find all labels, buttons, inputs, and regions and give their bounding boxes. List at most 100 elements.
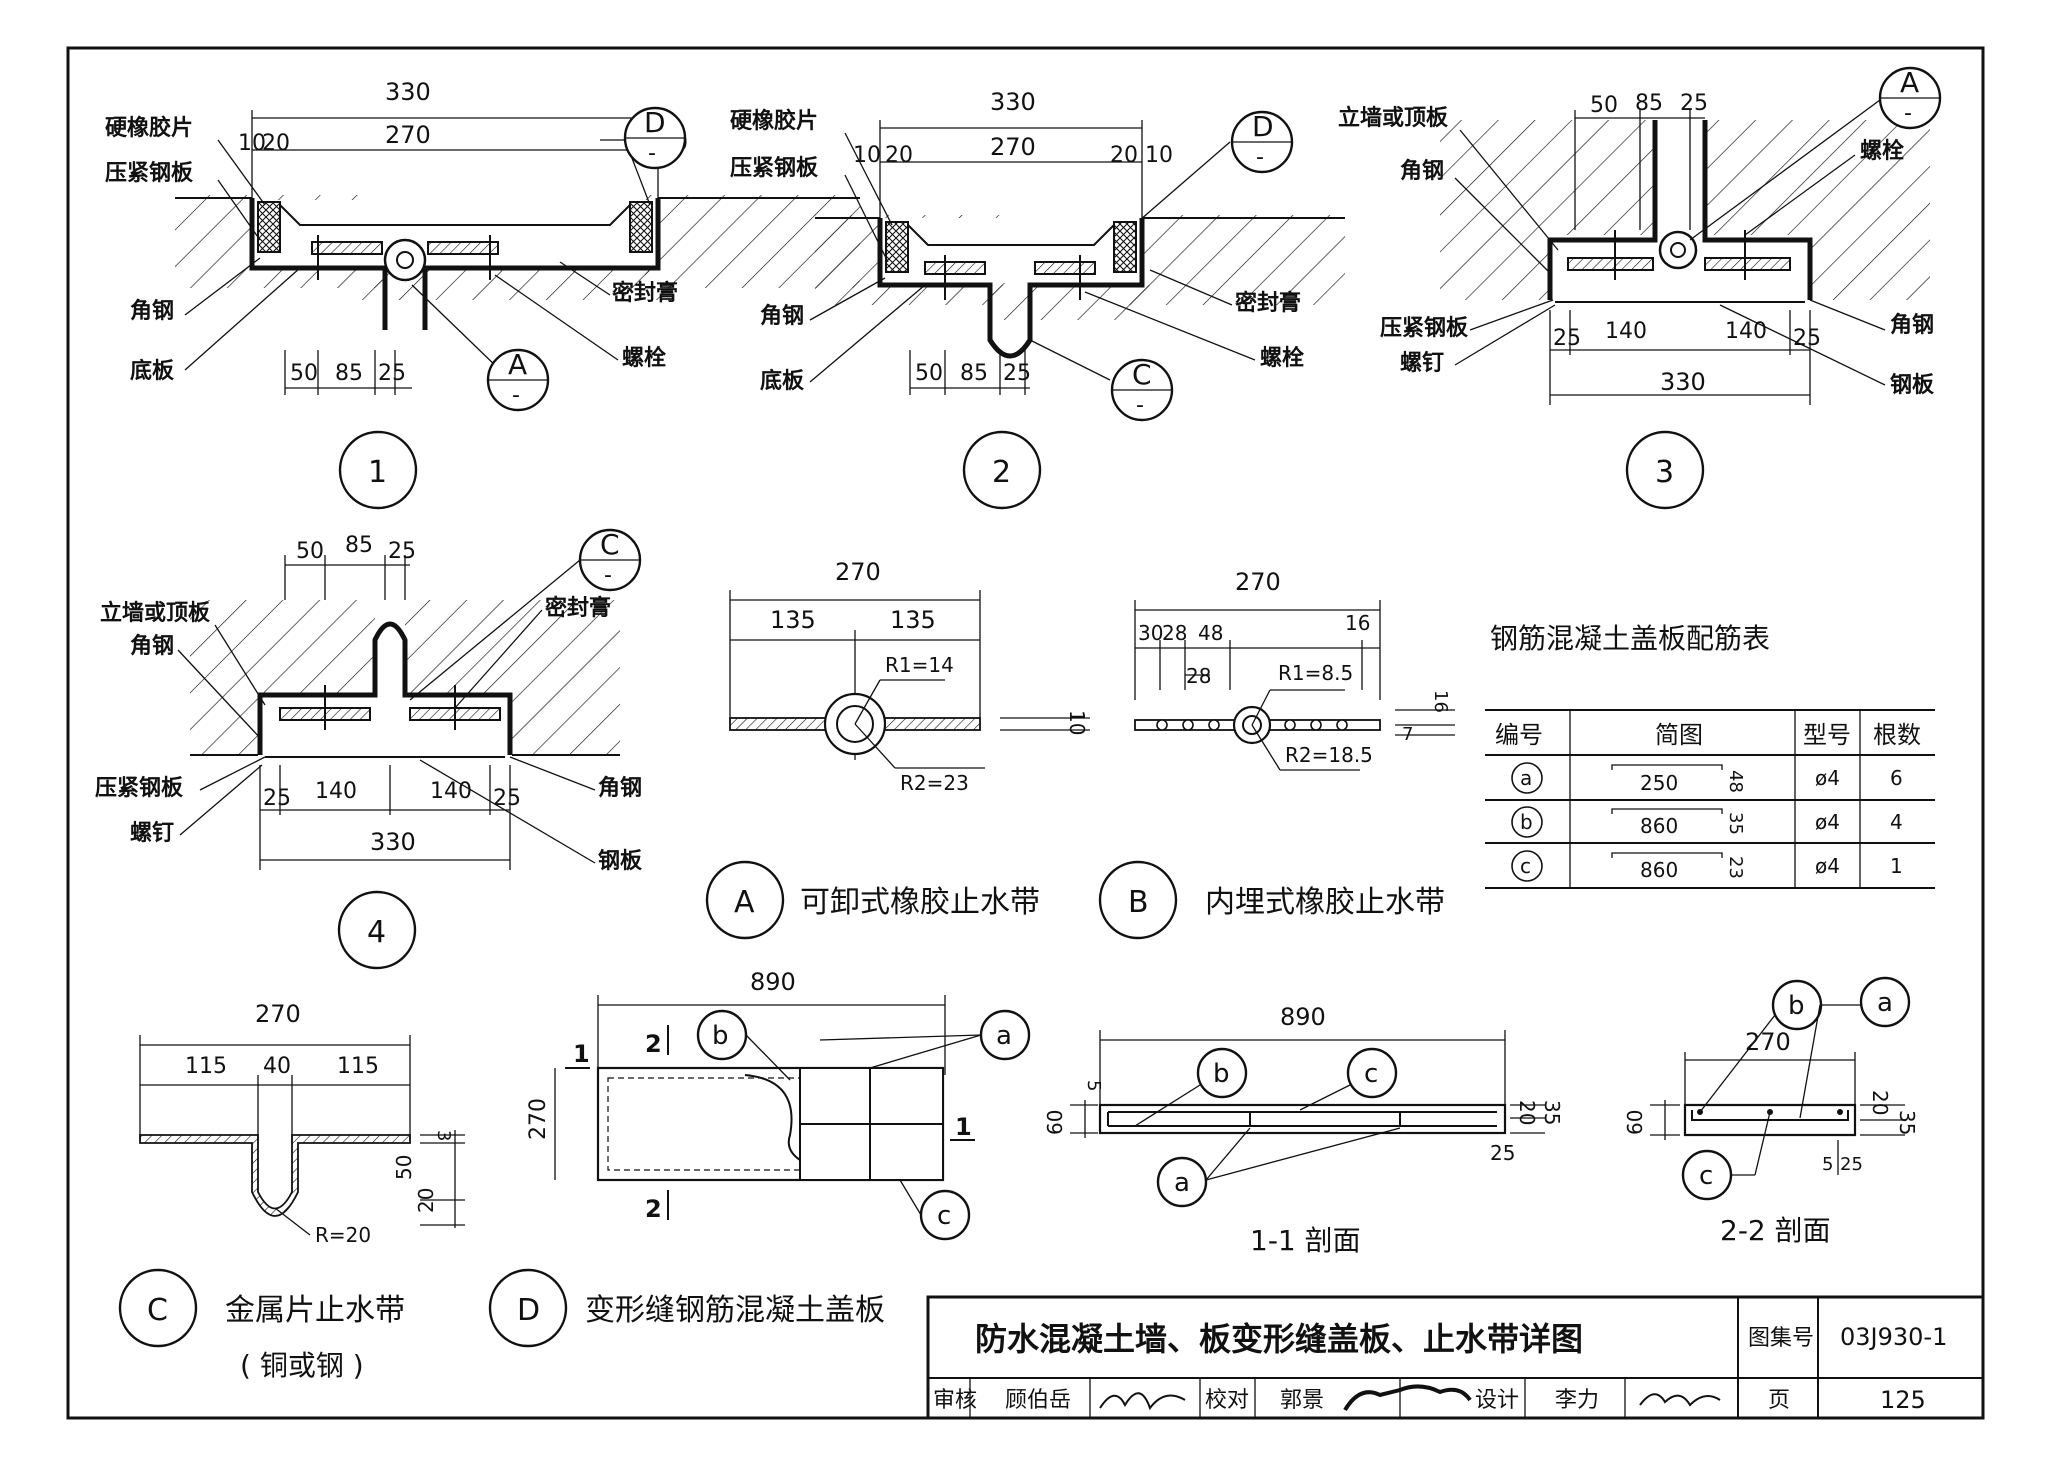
rebar-row-b-id: b bbox=[1520, 810, 1533, 834]
check-label: 校对 bbox=[1205, 1388, 1249, 1413]
dC-letter: C bbox=[147, 1293, 168, 1328]
dD-sec11-dim-25: 25 bbox=[1490, 1141, 1515, 1165]
detail-1-number-text: 1 bbox=[368, 455, 387, 490]
dD-sec11-dim-5: 5 bbox=[1083, 1080, 1104, 1091]
d4-label-steel-plate: 钢板 bbox=[598, 848, 643, 874]
d1-dim-b85: 85 bbox=[335, 361, 363, 386]
d3-label-bolt: 螺栓 bbox=[1860, 139, 1904, 164]
rebar-row-b-type: ø4 bbox=[1815, 810, 1840, 834]
dA-dim-r2: R2=23 bbox=[900, 771, 969, 795]
detail-1-number bbox=[338, 430, 418, 510]
dB-circle bbox=[1098, 860, 1178, 940]
detail-2-number bbox=[962, 430, 1042, 510]
detail-D-section-1-1: 890 60 5 20 35 25 b c a 1-1 剖面 bbox=[1043, 1003, 1564, 1257]
d2-dim-b50: 50 bbox=[915, 361, 943, 386]
dC-dim-h20: 20 bbox=[414, 1188, 438, 1213]
detail-4: 50 85 25 25 140 140 25 330 立墙或顶板 角钢 密封膏 … bbox=[95, 528, 643, 970]
dB-dim-28b: 28 bbox=[1186, 664, 1211, 688]
d1-callout-A-letter: A bbox=[508, 348, 527, 381]
d4-label-screw: 螺钉 bbox=[130, 820, 174, 846]
d2-callout-D-letter: D bbox=[1252, 110, 1274, 143]
d3-label-steel-plate: 钢板 bbox=[1890, 372, 1935, 398]
detail-B: 270 30 28 48 28 16 R1=8.5 R2=18.5 16 7 B… bbox=[1098, 568, 1455, 940]
d1-callout-D-letter: D bbox=[644, 106, 666, 139]
d3-dim-b140l: 140 bbox=[1605, 319, 1647, 344]
dC-dim-115l: 115 bbox=[185, 1054, 227, 1079]
dB-dim-30: 30 bbox=[1138, 621, 1163, 645]
rebar-row-a-hook: 48 bbox=[1725, 770, 1746, 793]
dD-sec22-dim-25: 25 bbox=[1840, 1154, 1863, 1175]
d2-dim-b25: 25 bbox=[1003, 361, 1031, 386]
rebar-row-c-count: 1 bbox=[1890, 854, 1903, 878]
d2-dim-l10: 10 bbox=[853, 143, 881, 168]
dD-sec22-bar-a: a bbox=[1877, 988, 1893, 1018]
d3-dim-b25l: 25 bbox=[1553, 326, 1581, 351]
dC-dim-115r: 115 bbox=[337, 1054, 379, 1079]
d4-label-angle: 角钢 bbox=[130, 633, 174, 659]
d4-callout-C-letter: C bbox=[600, 528, 620, 561]
dD-sec11-bar-a: a bbox=[1174, 1168, 1190, 1198]
detail-4-number bbox=[337, 890, 417, 970]
dD-title: 变形缝钢筋混凝土盖板 bbox=[585, 1293, 885, 1328]
atlas-label: 图集号 bbox=[1748, 1326, 1814, 1351]
d4-dim-b25r: 25 bbox=[493, 786, 521, 811]
dA-dim-270: 270 bbox=[835, 558, 881, 586]
dD-sec11-bar-b: b bbox=[1213, 1059, 1230, 1089]
detail-3-number-text: 3 bbox=[1655, 455, 1674, 490]
dD-letter: D bbox=[517, 1293, 540, 1328]
dD-sec22-dim-35: 35 bbox=[1895, 1110, 1919, 1135]
d3-label-press-plate: 压紧钢板 bbox=[1380, 315, 1469, 341]
dD-sec11-bar-c: c bbox=[1364, 1059, 1378, 1089]
reviewer-signature bbox=[1099, 1392, 1186, 1411]
dA-dim-135l: 135 bbox=[770, 606, 816, 634]
d1-callout-A-sub: - bbox=[512, 383, 520, 408]
d4-dim-t85: 85 bbox=[345, 533, 373, 558]
d2-label-bolt: 螺栓 bbox=[1260, 346, 1304, 371]
dD-sec22-dim-60: 60 bbox=[1623, 1110, 1647, 1135]
dB-dim-t7: 7 bbox=[1402, 724, 1413, 745]
atlas-number: 03J930-1 bbox=[1840, 1323, 1947, 1351]
d3-label-angle2: 角钢 bbox=[1890, 312, 1934, 338]
d2-label-angle: 角钢 bbox=[760, 303, 804, 329]
detail-D-section-2-2: 270 60 20 35 5 25 b a c 2-2 剖面 bbox=[1623, 976, 1919, 1247]
dC-subtitle: ( 铜或钢 ) bbox=[240, 1349, 364, 1382]
rebar-header-sketch: 简图 bbox=[1655, 721, 1703, 749]
d2-label-sealant: 密封膏 bbox=[1235, 290, 1301, 316]
d2-dim-330: 330 bbox=[990, 88, 1036, 116]
d3-dim-t85: 85 bbox=[1635, 91, 1663, 116]
d3-dim-t50: 50 bbox=[1590, 93, 1618, 118]
dD-sec11-dim-20: 20 bbox=[1515, 1100, 1539, 1125]
d4-dim-b330: 330 bbox=[370, 828, 416, 856]
title-block: 防水混凝土墙、板变形缝盖板、止水带详图 图集号 03J930-1 审核 顾伯岳 … bbox=[926, 1295, 1985, 1420]
detail-D-plan: 890 270 1 1 2 2 b a c D 变形缝钢筋混凝土盖板 bbox=[488, 968, 1031, 1348]
dD-sec22-dim-270: 270 bbox=[1745, 1028, 1791, 1056]
dD-sec22-bar-c: c bbox=[1699, 1161, 1713, 1191]
d4-dim-b140l: 140 bbox=[315, 779, 357, 804]
d1-label-rubber: 硬橡胶片 bbox=[105, 115, 193, 141]
dD-sec22-bar-b: b bbox=[1788, 991, 1805, 1021]
d2-label-press-plate: 压紧钢板 bbox=[730, 155, 819, 181]
d1-dim-b25: 25 bbox=[378, 361, 406, 386]
dA-dim-r1: R1=14 bbox=[885, 653, 954, 677]
dB-dim-48: 48 bbox=[1198, 621, 1223, 645]
d1-label-press-plate: 压紧钢板 bbox=[105, 160, 194, 186]
d4-callout-C-sub: - bbox=[604, 563, 612, 588]
dB-dim-28: 28 bbox=[1162, 621, 1187, 645]
detail-C: 270 115 40 115 R=20 3 50 20 C 金属片止水带 ( 铜… bbox=[118, 1000, 465, 1382]
d4-dim-t50: 50 bbox=[296, 539, 324, 564]
dB-dim-r1: R1=8.5 bbox=[1278, 661, 1353, 685]
reviewer-name: 顾伯岳 bbox=[1005, 1388, 1071, 1413]
dB-dim-16: 16 bbox=[1345, 611, 1370, 635]
dD-plan-dim-270: 270 bbox=[526, 1098, 551, 1140]
d3-callout-A-sub: - bbox=[1904, 101, 1912, 126]
dD-plan-bar-b: b bbox=[712, 1021, 729, 1051]
d3-dim-b140r: 140 bbox=[1725, 319, 1767, 344]
d2-callout-C-letter: C bbox=[1132, 358, 1152, 391]
dD-plan-sec1-right: 1 bbox=[955, 1113, 972, 1141]
dC-dim-40: 40 bbox=[263, 1054, 291, 1079]
dD-sec11-bar-c-marker bbox=[1346, 1047, 1398, 1099]
dD-sec11-bar-a-marker bbox=[1156, 1156, 1208, 1208]
d4-dim-b140r: 140 bbox=[430, 779, 472, 804]
dC-dim-radius: R=20 bbox=[315, 1223, 371, 1247]
detail-4-number-text: 4 bbox=[367, 915, 386, 950]
